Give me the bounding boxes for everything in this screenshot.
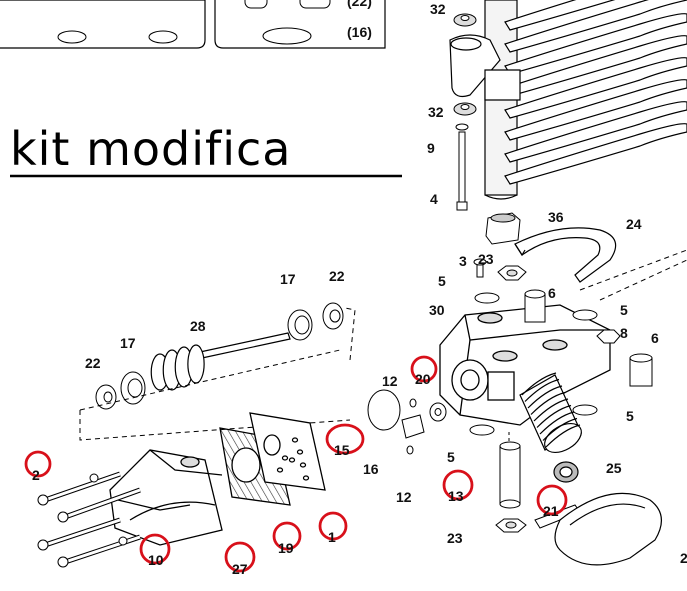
washer-9 bbox=[455, 123, 469, 131]
ring-12-b bbox=[406, 445, 414, 455]
callout-label: 12 bbox=[396, 489, 412, 505]
callout-label: 5 bbox=[626, 408, 634, 424]
callout-label: 22 bbox=[329, 268, 345, 284]
callout-label: 23 bbox=[447, 530, 463, 546]
callout-label: 3 bbox=[459, 253, 467, 269]
callout-label: 24 bbox=[626, 216, 642, 232]
grip-25 bbox=[519, 372, 582, 483]
spacer-6-a bbox=[524, 289, 546, 323]
callout-label: 9 bbox=[427, 140, 435, 156]
gasket-1 bbox=[249, 412, 326, 491]
callout-label: 32 bbox=[430, 1, 446, 17]
housing-30 bbox=[439, 304, 611, 426]
pin-13 bbox=[499, 441, 521, 509]
callout-label: 25 bbox=[606, 460, 622, 476]
screw-3 bbox=[473, 258, 487, 278]
callout-label: 8 bbox=[620, 325, 628, 341]
callout-label: 32 bbox=[428, 104, 444, 120]
nut-23-bottom bbox=[495, 518, 527, 533]
callout-label: 30 bbox=[429, 302, 445, 318]
callout-label: 22 bbox=[85, 355, 101, 371]
callout-label: 12 bbox=[382, 373, 398, 389]
blade-column bbox=[484, 0, 687, 200]
callout-label: 16 bbox=[363, 461, 379, 477]
callout-label: 5 bbox=[620, 302, 628, 318]
bearing-32-top bbox=[453, 13, 477, 27]
callout-label: 2 bbox=[32, 467, 40, 483]
callout-label: 4 bbox=[430, 191, 438, 207]
washer-5-b bbox=[572, 309, 598, 321]
upper-fork bbox=[449, 34, 521, 101]
bearing-17-right bbox=[287, 309, 313, 341]
callout-label: 17 bbox=[280, 271, 296, 287]
callout-label: 36 bbox=[548, 209, 564, 225]
washer-5-a bbox=[474, 292, 500, 304]
spacer-6-b bbox=[629, 353, 653, 387]
nut-23-top bbox=[497, 265, 527, 281]
highlight-circles bbox=[24, 355, 568, 573]
callout-label: 17 bbox=[120, 335, 136, 351]
base-27 bbox=[109, 449, 223, 546]
callout-label: 6 bbox=[651, 330, 659, 346]
title-kit-modifica: kit modifica bbox=[10, 122, 291, 176]
callout-label: 10 bbox=[148, 552, 164, 568]
bolt-4 bbox=[456, 131, 468, 211]
bearing-32-lower bbox=[453, 102, 477, 116]
guard-24 bbox=[514, 227, 617, 283]
washer-5-c bbox=[572, 404, 598, 416]
callout-label: 27 bbox=[232, 561, 248, 577]
callout-label: 20 bbox=[415, 371, 431, 387]
callout-label: 6 bbox=[548, 285, 556, 301]
callout-label: 15 bbox=[334, 442, 350, 458]
callout-label: 28 bbox=[190, 318, 206, 334]
shaft-28 bbox=[150, 332, 291, 391]
box-label-22: (22) bbox=[347, 0, 372, 9]
reference-box-left bbox=[0, 0, 206, 49]
reference-box-right bbox=[214, 0, 386, 49]
nut-8 bbox=[596, 329, 621, 344]
screws-2 bbox=[37, 471, 141, 568]
callout-label: 1 bbox=[328, 529, 336, 545]
callout-label: 21 bbox=[543, 503, 559, 519]
callout-label: 19 bbox=[278, 540, 294, 556]
callout-label: 23 bbox=[478, 251, 494, 267]
o-ring-15 bbox=[367, 389, 401, 431]
callout-label: 13 bbox=[448, 488, 464, 504]
washer-5-d bbox=[469, 424, 495, 436]
callout-label: 5 bbox=[438, 273, 446, 289]
bearing-17-left bbox=[120, 371, 146, 405]
washer-20 bbox=[429, 402, 447, 422]
ring-22-right bbox=[322, 302, 344, 330]
seal-16 bbox=[401, 414, 425, 439]
box-label-16: (16) bbox=[347, 24, 372, 40]
callout-label: 5 bbox=[447, 449, 455, 465]
bushing-36 bbox=[485, 212, 521, 245]
ring-12-a bbox=[409, 398, 417, 408]
callout-label: 2 bbox=[680, 550, 687, 566]
cover-plate bbox=[554, 492, 662, 566]
